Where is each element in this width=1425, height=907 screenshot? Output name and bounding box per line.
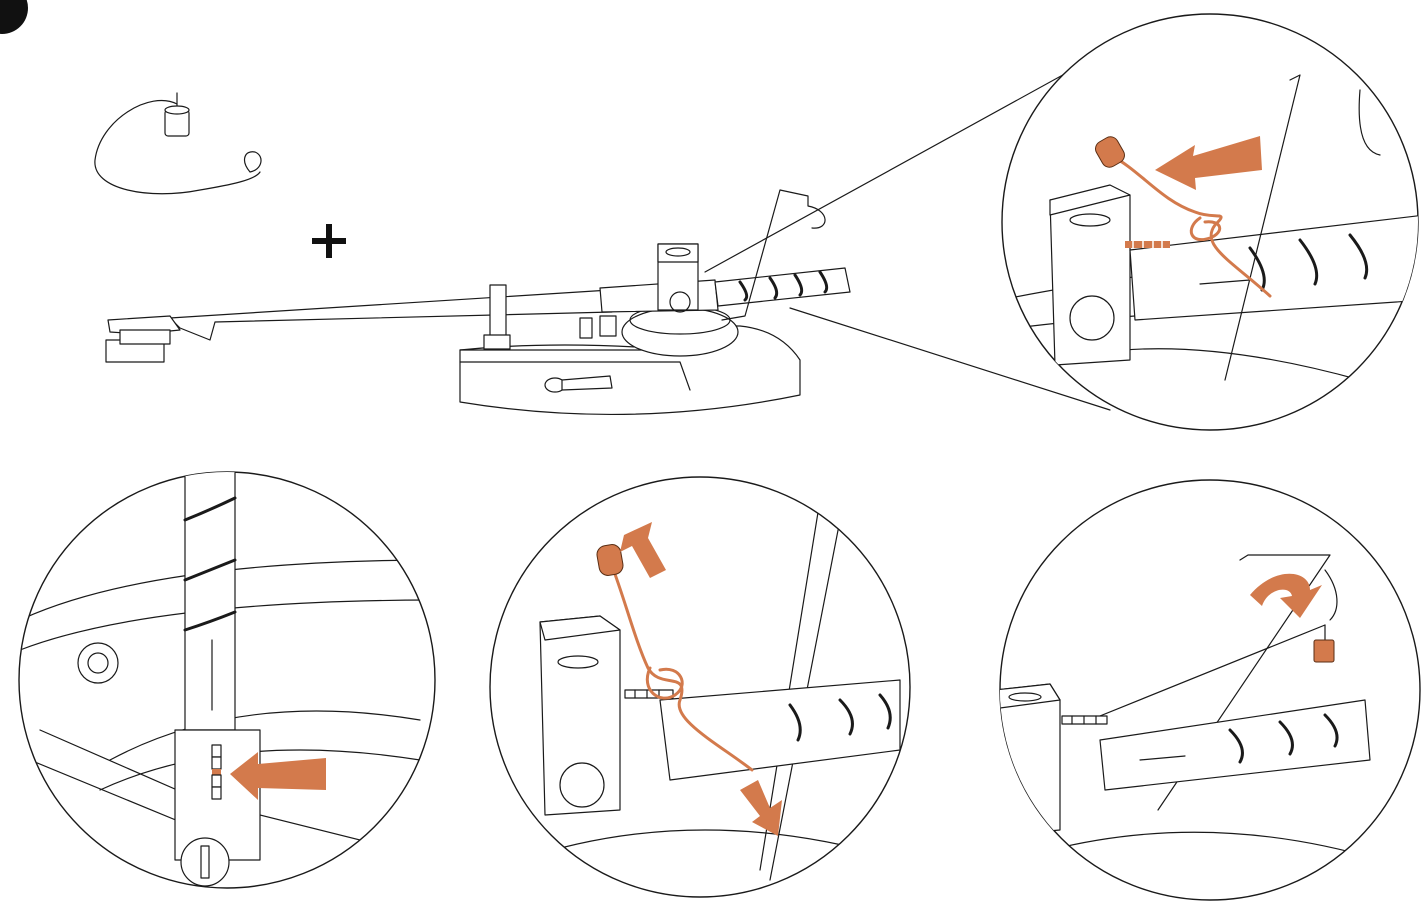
detail-step-2 bbox=[18, 471, 436, 889]
pin-row-icon bbox=[1125, 241, 1170, 248]
orange-arrow-icon bbox=[1155, 136, 1262, 190]
zoom-line-lower bbox=[789, 307, 1111, 411]
orange-arrow-icon bbox=[620, 522, 666, 578]
anti-skate-weight-icon bbox=[94, 92, 262, 195]
orange-arrow-icon bbox=[1250, 573, 1322, 618]
plus-icon bbox=[312, 224, 346, 258]
orange-arrow-icon bbox=[230, 752, 326, 800]
orange-arrow-icon bbox=[740, 780, 782, 836]
pin-row-icon bbox=[1061, 715, 1108, 725]
detail-step-1 bbox=[1001, 13, 1419, 431]
step-badge-icon bbox=[0, 0, 28, 34]
detail-step-3 bbox=[489, 476, 911, 898]
zoom-line-upper bbox=[704, 59, 1091, 273]
pin-stack-icon bbox=[211, 744, 222, 800]
tonearm-assembly bbox=[105, 189, 851, 416]
detail-step-4 bbox=[999, 479, 1421, 901]
